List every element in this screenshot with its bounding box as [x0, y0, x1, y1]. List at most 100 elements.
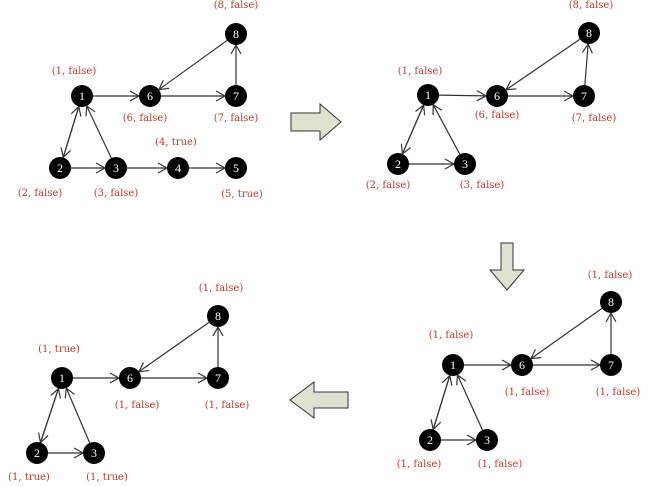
node-state-label: (1, false)	[52, 66, 97, 77]
node-3: 3 (3, false)	[454, 153, 504, 191]
node-2: 2 (2, false)	[18, 157, 71, 199]
arrowhead-icon	[529, 349, 542, 360]
node-id: 1	[79, 89, 85, 103]
node-3: 3(3, false)	[94, 157, 139, 199]
node-id: 6	[147, 89, 153, 103]
edge-2-to-1	[62, 106, 80, 158]
node-2: 2 (1, false)	[397, 429, 442, 470]
node-id: 6	[519, 358, 525, 372]
node-circle	[511, 354, 533, 376]
node-circle	[225, 85, 247, 107]
node-circle	[71, 85, 93, 107]
transition-arrow-down-icon	[488, 242, 526, 291]
node-state-label: (5, true)	[221, 189, 263, 200]
node-6: 6(6, false)	[123, 85, 167, 124]
node-state-label: (1, true)	[86, 472, 128, 483]
node-circle	[600, 354, 622, 376]
node-id: 3	[484, 433, 490, 447]
node-id: 2	[57, 161, 63, 175]
edge-8-to-6	[505, 38, 581, 91]
graph-panel-step-1: 1 (1, false) 2 (2, false) 3(3, false) 4 (4, tr…	[18, 0, 263, 200]
node-circle	[600, 291, 622, 313]
node-state-label: (4, true)	[155, 137, 197, 148]
node-circle	[454, 153, 476, 175]
node-id: 8	[233, 27, 239, 41]
node-id: 3	[462, 157, 468, 171]
node-id: 6	[127, 371, 133, 385]
node-2: 2(2, false)	[366, 153, 410, 191]
node-id: 7	[581, 89, 587, 103]
node-circle	[578, 22, 600, 44]
node-7: 7 (7, false)	[572, 85, 617, 124]
node-circle	[417, 84, 439, 106]
arrowhead-icon	[581, 42, 593, 54]
edge-3-to-1	[86, 105, 112, 159]
node-id: 2	[427, 433, 433, 447]
arrowhead-icon	[441, 374, 453, 386]
node-circle	[105, 157, 127, 179]
edge-3-to-1	[65, 387, 91, 444]
node-state-label: (2, false)	[18, 188, 63, 199]
node-6: 6 (1, false)	[115, 367, 160, 411]
node-state-label: (3, false)	[94, 188, 139, 199]
node-id: 8	[608, 295, 614, 309]
node-5: 5 (5, true)	[221, 157, 263, 200]
edge-8-to-6	[158, 39, 228, 91]
node-6: 6 (1, false)	[505, 354, 550, 398]
node-state-label: (1, false)	[205, 400, 250, 411]
node-state-label: (1, false)	[199, 283, 244, 294]
node-7: 7(1, false)	[205, 367, 250, 411]
edge-3-to-1	[456, 374, 484, 431]
edge-7-to-8	[584, 43, 589, 86]
node-id: 5	[233, 161, 239, 175]
node-state-label: (1, false)	[596, 387, 641, 398]
arrowhead-icon	[157, 79, 170, 91]
node-id: 1	[425, 88, 431, 102]
node-7: 7 (1, false)	[596, 354, 641, 398]
node-id: 7	[233, 89, 239, 103]
node-id: 6	[494, 89, 500, 103]
edge-8-to-6	[530, 307, 603, 360]
transition-arrow-left-icon	[289, 381, 349, 419]
node-circle	[573, 85, 595, 107]
node-id: 2	[34, 446, 40, 460]
edge-8-to-6	[138, 321, 210, 373]
node-circle	[486, 85, 508, 107]
node-state-label: (7, false)	[214, 113, 259, 124]
graph-panel-step-3: 1 (1, false) 2 (1, false) 3 (1, false) 6 (1, fa…	[397, 270, 641, 470]
node-state-label: (8, false)	[569, 0, 614, 11]
node-state-label: (1, true)	[38, 344, 80, 355]
node-circle	[442, 354, 464, 376]
node-id: 4	[175, 161, 181, 175]
node-1: 1(1, true)	[38, 344, 80, 389]
node-state-label: (1, false)	[478, 459, 523, 470]
node-state-label: (1, false)	[397, 459, 442, 470]
node-state-label: (3, false)	[460, 180, 505, 191]
node-state-label: (7, false)	[572, 113, 617, 124]
node-state-label: (1, false)	[398, 66, 443, 77]
arrowhead-icon	[456, 373, 467, 386]
node-8: 8(1, false)	[588, 270, 632, 313]
node-state-label: (1, false)	[115, 400, 160, 411]
node-state-label: (1, false)	[429, 330, 474, 341]
node-circle	[83, 442, 105, 464]
node-7: 7 (7, false)	[214, 85, 259, 124]
node-3: 3 (1, false)	[476, 429, 522, 470]
node-state-label: (8, false)	[214, 0, 259, 11]
node-8: 8 (8, false)	[214, 0, 259, 45]
node-circle	[26, 442, 48, 464]
node-circle	[207, 305, 229, 327]
edge-1-to-6	[438, 94, 487, 97]
node-2: 2 (1, true)	[8, 442, 50, 483]
graph-panel-step-4: 1(1, true)2(1, true)3(1, true)6(1, false…	[8, 283, 249, 483]
node-circle	[119, 367, 141, 389]
node-3: 3(1, true)	[83, 442, 128, 483]
node-state-label: (1, true)	[8, 472, 50, 483]
node-circle	[419, 429, 441, 451]
node-id: 1	[450, 358, 456, 372]
node-8: 8(1, false)	[199, 283, 244, 327]
node-1: 1 (1, false)	[52, 66, 97, 107]
node-state-label: (1, false)	[505, 387, 550, 398]
node-id: 7	[608, 358, 614, 372]
